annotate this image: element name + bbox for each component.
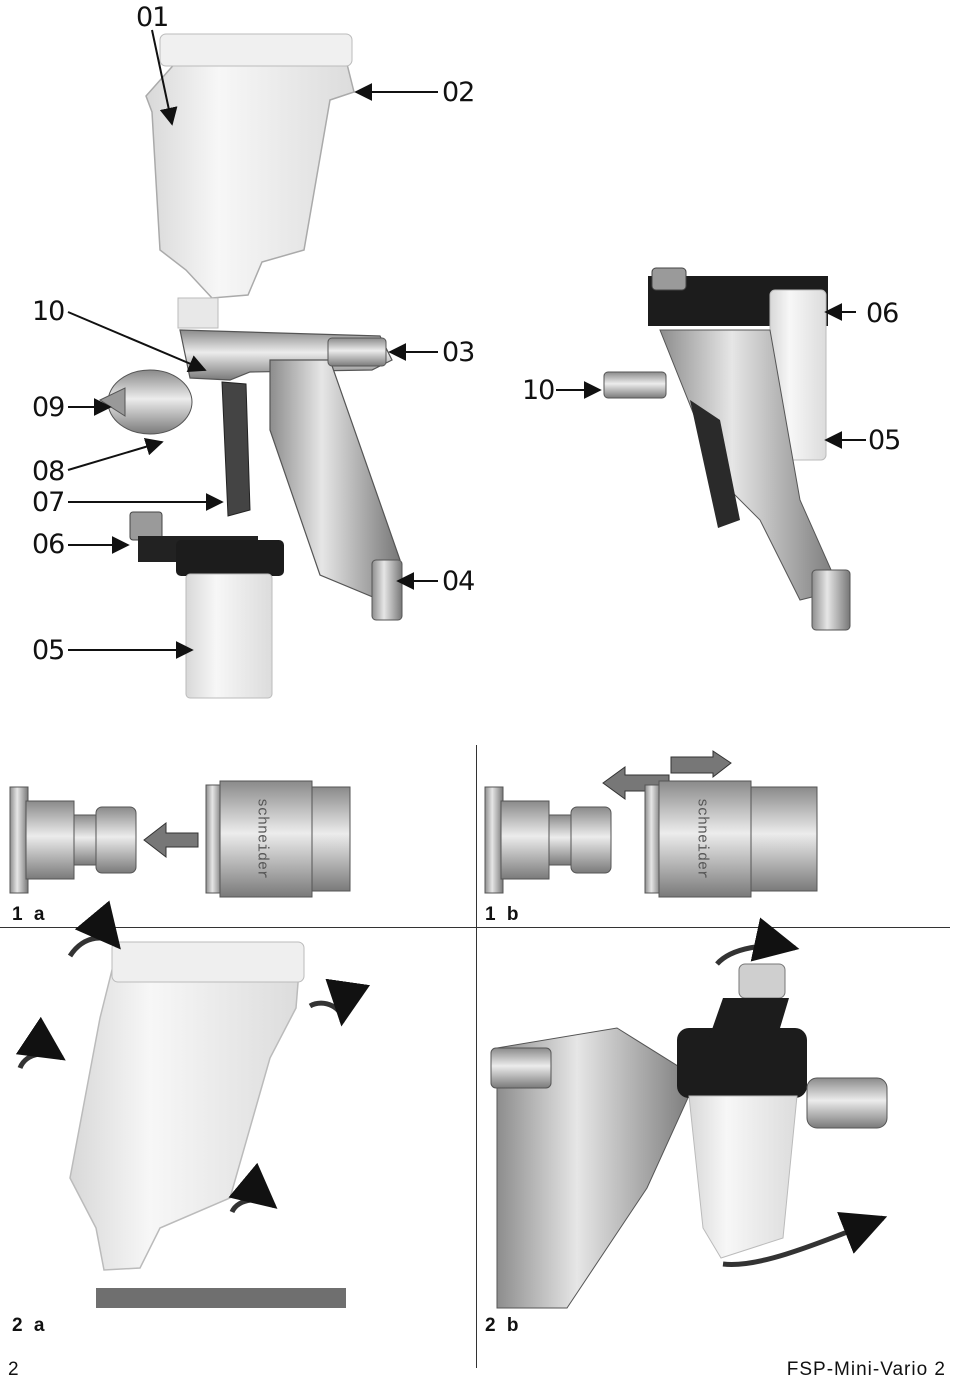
horizontal-divider [0,927,950,928]
callout-05: 05 [32,635,65,666]
figure-label-2b: 2 b [485,1315,522,1336]
coupling-illustration-1b [484,750,818,898]
coupling-illustration-1a [9,780,351,898]
callout-03: 03 [442,337,475,368]
cup-rotation-illustration-2b [490,917,888,1309]
coupling-brand-1a: schneider [253,797,271,879]
callout-01: 01 [136,2,169,33]
callout-05-right: 05 [868,425,901,456]
cup-rotation-illustration-2a [15,900,370,1308]
page-number: 2 [8,1359,19,1380]
product-name: FSP-Mini-Vario 2 [786,1359,946,1380]
callout-06-right: 06 [866,298,899,329]
coupling-brand-1b: schneider [693,797,711,879]
callout-07: 07 [32,487,65,518]
spray-gun-illustration [67,29,866,699]
callout-10-right: 10 [522,375,555,406]
figure-label-1b: 1 b [485,904,522,925]
callout-02: 02 [442,77,475,108]
vertical-divider [476,745,477,1368]
figure-label-2a: 2 a [12,1315,48,1336]
callout-06: 06 [32,529,65,560]
figure-label-1a: 1 a [12,904,48,925]
callout-10: 10 [32,296,65,327]
callout-09: 09 [32,392,65,423]
callout-08: 08 [32,456,65,487]
callout-04: 04 [442,566,475,597]
